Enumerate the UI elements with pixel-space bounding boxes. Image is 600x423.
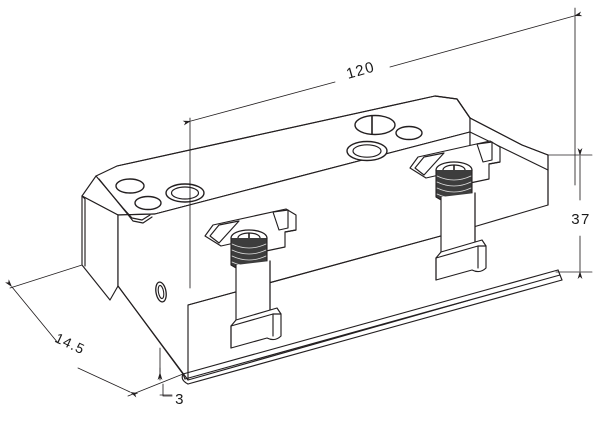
hole-group-left [115, 178, 205, 211]
clamp-assembly-front [204, 208, 297, 349]
set-screw-rear-thread-lines [436, 175, 472, 199]
base-rail [181, 269, 563, 385]
clamp-front-slot-shadow [284, 229, 297, 233]
dim-145-line-lower [77, 367, 139, 398]
clamp-front-slot-wedge [209, 220, 240, 244]
hole-left-small-upper [115, 178, 145, 194]
front-lower-band-top [187, 227, 471, 306]
right-end-rear-edge [469, 117, 549, 156]
clamp-rear-foot [435, 239, 487, 281]
clamp-front-foot [230, 307, 282, 349]
hole-right-small [395, 125, 423, 141]
dim-145-line-upper [5, 279, 59, 344]
notch-left-face-inner [98, 178, 153, 224]
base-rail-left-cap [182, 373, 186, 380]
dim-120-line-right [389, 11, 583, 68]
clamp-assembly-rear [409, 140, 501, 281]
clamp-rear-slot-shadow [488, 161, 501, 165]
chamfer-left-end [81, 195, 86, 267]
hole-left-small-lower [134, 195, 162, 211]
left-end-face [81, 195, 119, 301]
dimension-width-14-5 [5, 264, 184, 398]
dimension-base-thickness-3 [157, 347, 173, 397]
dimension-label-120: 120 [344, 58, 377, 82]
set-screw-front-thread-lines [231, 243, 267, 267]
base-rail-lower [187, 279, 563, 385]
hole-group-side [155, 281, 167, 303]
hole-left-counterbore-inner [170, 186, 200, 200]
base-rail-face [184, 274, 561, 380]
right-end-step [469, 131, 549, 171]
hole-side-small-inner [157, 284, 165, 300]
clamp-rear-slot-wedge-right [476, 141, 493, 163]
dim-3-tick [162, 383, 173, 397]
dimension-label-14-5: 14.5 [53, 330, 88, 358]
dimension-label-37: 37 [571, 211, 591, 228]
hole-right-counterbore-inner [352, 144, 382, 158]
dimension-length-120 [182, 7, 583, 289]
top-face-rear-edge [116, 95, 436, 167]
dim-120-line-left [182, 81, 336, 126]
dimension-height-37 [547, 148, 593, 279]
clamp-front-slot-wedge-right [272, 209, 289, 231]
clamp-rear-slot-wedge [414, 152, 445, 176]
dim-145-ext-upper [9, 264, 83, 289]
front-face-left-lower [117, 285, 184, 375]
hole-group-right [346, 114, 423, 162]
base-rail-top [182, 269, 559, 375]
hole-right-slotted [354, 114, 396, 136]
dimension-label-3: 3 [175, 391, 185, 408]
base-rail-end-left [181, 373, 189, 385]
rear-body-upper [434, 95, 471, 119]
